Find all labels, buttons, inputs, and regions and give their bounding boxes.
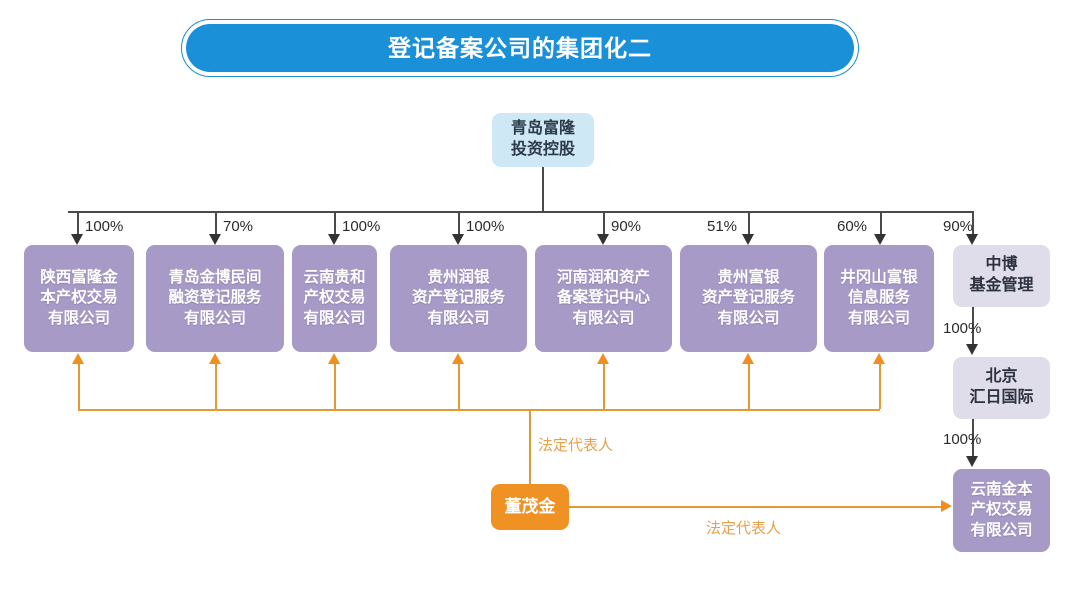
orange-riser-7 (879, 363, 881, 409)
arrow-up-icon-1 (72, 353, 84, 364)
arrow-down-icon-7 (874, 234, 886, 245)
arrow-down-icon-9 (966, 344, 978, 355)
connector-drop-5 (603, 211, 605, 236)
page-title: 登记备案公司的集团化二 (388, 34, 652, 61)
arrow-up-icon-2 (209, 353, 221, 364)
node-person-legal-representative[interactable]: 董茂金 (491, 484, 569, 530)
node-subsidiary-6[interactable]: 贵州富银 资产登记服务 有限公司 (680, 245, 817, 352)
arrow-down-icon-5 (597, 234, 609, 245)
chart-title-bar: 登记备案公司的集团化二 (186, 24, 854, 72)
pct-label-1: 100% (85, 218, 124, 235)
arrow-down-icon-3 (328, 234, 340, 245)
pct-label-9: 100% (943, 320, 982, 337)
node-intermediate-company[interactable]: 北京 汇日国际 (953, 357, 1050, 419)
pct-label-3: 100% (342, 218, 381, 235)
orange-person-to-terminal (569, 506, 943, 508)
arrow-up-icon-3 (328, 353, 340, 364)
orange-riser-6 (748, 363, 750, 409)
orange-riser-1 (78, 363, 80, 409)
node-subsidiary-7[interactable]: 井冈山富银 信息服务 有限公司 (824, 245, 934, 352)
connector-bus (68, 211, 973, 213)
node-subsidiary-1[interactable]: 陕西富隆金 本产权交易 有限公司 (24, 245, 134, 352)
arrow-down-icon-6 (742, 234, 754, 245)
connector-root-stem (542, 167, 544, 212)
orange-riser-2 (215, 363, 217, 409)
connector-drop-2 (215, 211, 217, 236)
arrow-up-icon-6 (742, 353, 754, 364)
orange-riser-3 (334, 363, 336, 409)
connector-intermediate-to-terminal (972, 419, 974, 458)
node-subsidiary-2[interactable]: 青岛金博民间 融资登记服务 有限公司 (146, 245, 284, 352)
orange-person-stem (529, 409, 531, 484)
pct-label-4: 100% (466, 218, 505, 235)
connector-drop-7 (880, 211, 882, 236)
connector-drop-4 (458, 211, 460, 236)
node-subsidiary-4[interactable]: 贵州润银 资产登记服务 有限公司 (390, 245, 527, 352)
node-subsidiary-5[interactable]: 河南润和资产 备案登记中心 有限公司 (535, 245, 672, 352)
node-fund-management[interactable]: 中博 基金管理 (953, 245, 1050, 307)
orange-riser-5 (603, 363, 605, 409)
orange-bus (78, 409, 880, 411)
connector-drop-6 (748, 211, 750, 236)
node-subsidiary-3[interactable]: 云南贵和 产权交易 有限公司 (292, 245, 377, 352)
connector-fund-to-intermediate (972, 307, 974, 346)
pct-label-10: 100% (943, 431, 982, 448)
arrow-down-icon-4 (452, 234, 464, 245)
arrow-down-icon-2 (209, 234, 221, 245)
arrow-up-icon-5 (597, 353, 609, 364)
pct-label-2: 70% (223, 218, 254, 235)
arrow-down-icon-8 (966, 234, 978, 245)
connector-drop-3 (334, 211, 336, 236)
arrow-down-icon-10 (966, 456, 978, 467)
connector-drop-1 (77, 211, 79, 236)
connector-drop-8 (972, 211, 974, 236)
node-root-holding[interactable]: 青岛富隆 投资控股 (492, 113, 594, 167)
pct-label-7: 60% (837, 218, 868, 235)
orange-riser-4 (458, 363, 460, 409)
pct-label-8: 90% (943, 218, 974, 235)
pct-label-6: 51% (707, 218, 738, 235)
relation-label-up: 法定代表人 (538, 437, 614, 454)
pct-label-5: 90% (611, 218, 642, 235)
arrow-down-icon-1 (71, 234, 83, 245)
arrow-up-icon-4 (452, 353, 464, 364)
arrow-right-icon-1 (941, 500, 952, 512)
node-terminal-company[interactable]: 云南金本 产权交易 有限公司 (953, 469, 1050, 552)
arrow-up-icon-7 (873, 353, 885, 364)
relation-label-right: 法定代表人 (706, 520, 782, 537)
